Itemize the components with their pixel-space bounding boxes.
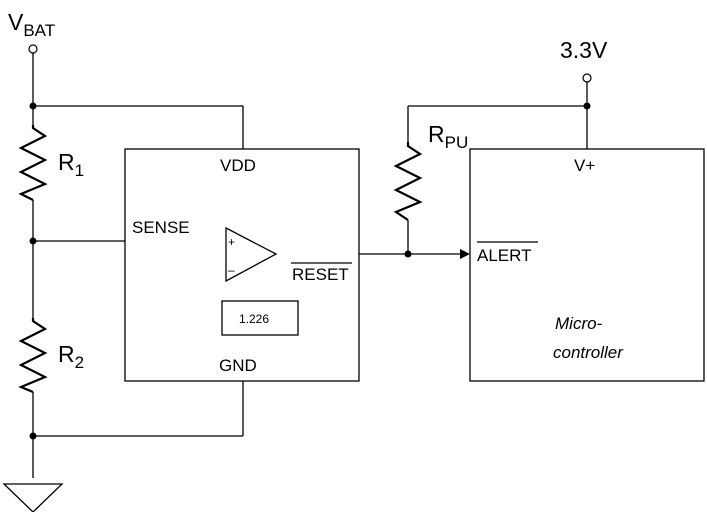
vbat-terminal <box>28 44 38 54</box>
mcu-name-line2: controller <box>553 343 624 362</box>
vref-value: 1.226 <box>239 312 269 326</box>
reset-pin-label: RESET <box>292 265 349 284</box>
v33-label: 3.3V <box>560 37 608 63</box>
rpu-resistor <box>393 142 423 221</box>
vplus-pin-label: V+ <box>574 156 595 175</box>
comparator-plus-label: + <box>228 235 235 249</box>
gnd-pin-label: GND <box>219 356 257 375</box>
comparator-minus-label: – <box>228 263 235 277</box>
r2-resistor <box>18 318 48 394</box>
rpu-label: RPU <box>428 121 468 152</box>
microcontroller <box>469 148 705 382</box>
r1-label: R1 <box>58 149 84 180</box>
junctions <box>29 102 591 440</box>
comparator-icon <box>225 226 278 283</box>
ground-icon <box>2 483 64 512</box>
vbat-label: VBAT <box>8 9 55 40</box>
sense-pin-label: SENSE <box>132 218 190 237</box>
vref-box <box>221 300 299 336</box>
alert-arrow <box>460 249 470 259</box>
r2-label: R2 <box>58 341 84 372</box>
vdd-pin-label: VDD <box>220 156 256 175</box>
v33-terminal <box>582 73 592 83</box>
r1-resistor <box>18 125 48 201</box>
alert-pin-label: ALERT <box>477 246 532 265</box>
mcu-name-line1: Micro- <box>555 314 603 333</box>
